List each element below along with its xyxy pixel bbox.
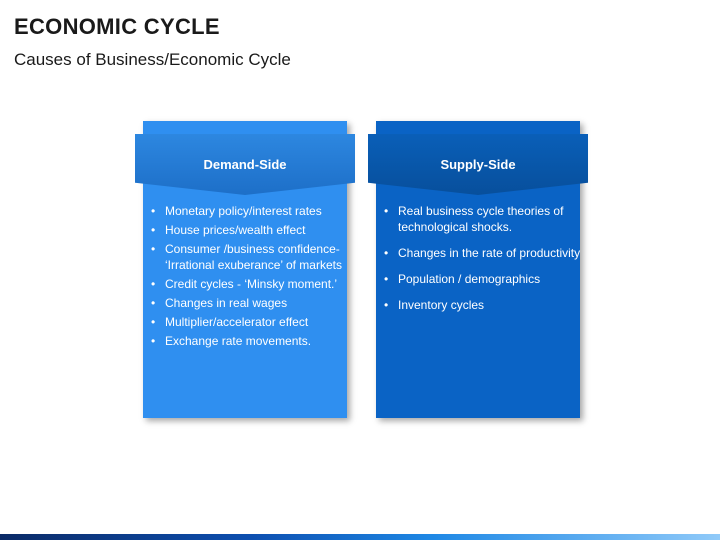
list-item: Multiplier/accelerator effect	[151, 314, 355, 330]
supply-side-banner: Supply-Side	[368, 134, 588, 195]
demand-side-list: Monetary policy/interest rates House pri…	[143, 203, 355, 352]
list-item: Real business cycle theories of technolo…	[384, 203, 588, 235]
page-title: ECONOMIC CYCLE	[14, 14, 220, 39]
list-item: Monetary policy/interest rates	[151, 203, 355, 219]
list-item: Population / demographics	[384, 271, 588, 287]
demand-side-banner: Demand-Side	[135, 134, 355, 195]
page-subtitle: Causes of Business/Economic Cycle	[14, 50, 291, 69]
list-item: Inventory cycles	[384, 297, 588, 313]
list-item: House prices/wealth effect	[151, 222, 355, 238]
list-item: Consumer /business confidence- ‘Irration…	[151, 241, 355, 273]
bottom-accent-bar	[0, 534, 720, 540]
list-item: Changes in the rate of productivity	[384, 245, 588, 261]
supply-side-card: Supply-Side Real business cycle theories…	[368, 121, 588, 418]
demand-side-heading: Demand-Side	[203, 157, 287, 172]
supply-side-list: Real business cycle theories of technolo…	[376, 203, 588, 323]
supply-side-heading: Supply-Side	[440, 157, 516, 172]
list-item: Exchange rate movements.	[151, 333, 355, 349]
list-item: Changes in real wages	[151, 295, 355, 311]
list-item: Credit cycles - ‘Minsky moment.’	[151, 276, 355, 292]
demand-side-card: Demand-Side Monetary policy/interest rat…	[135, 121, 355, 418]
